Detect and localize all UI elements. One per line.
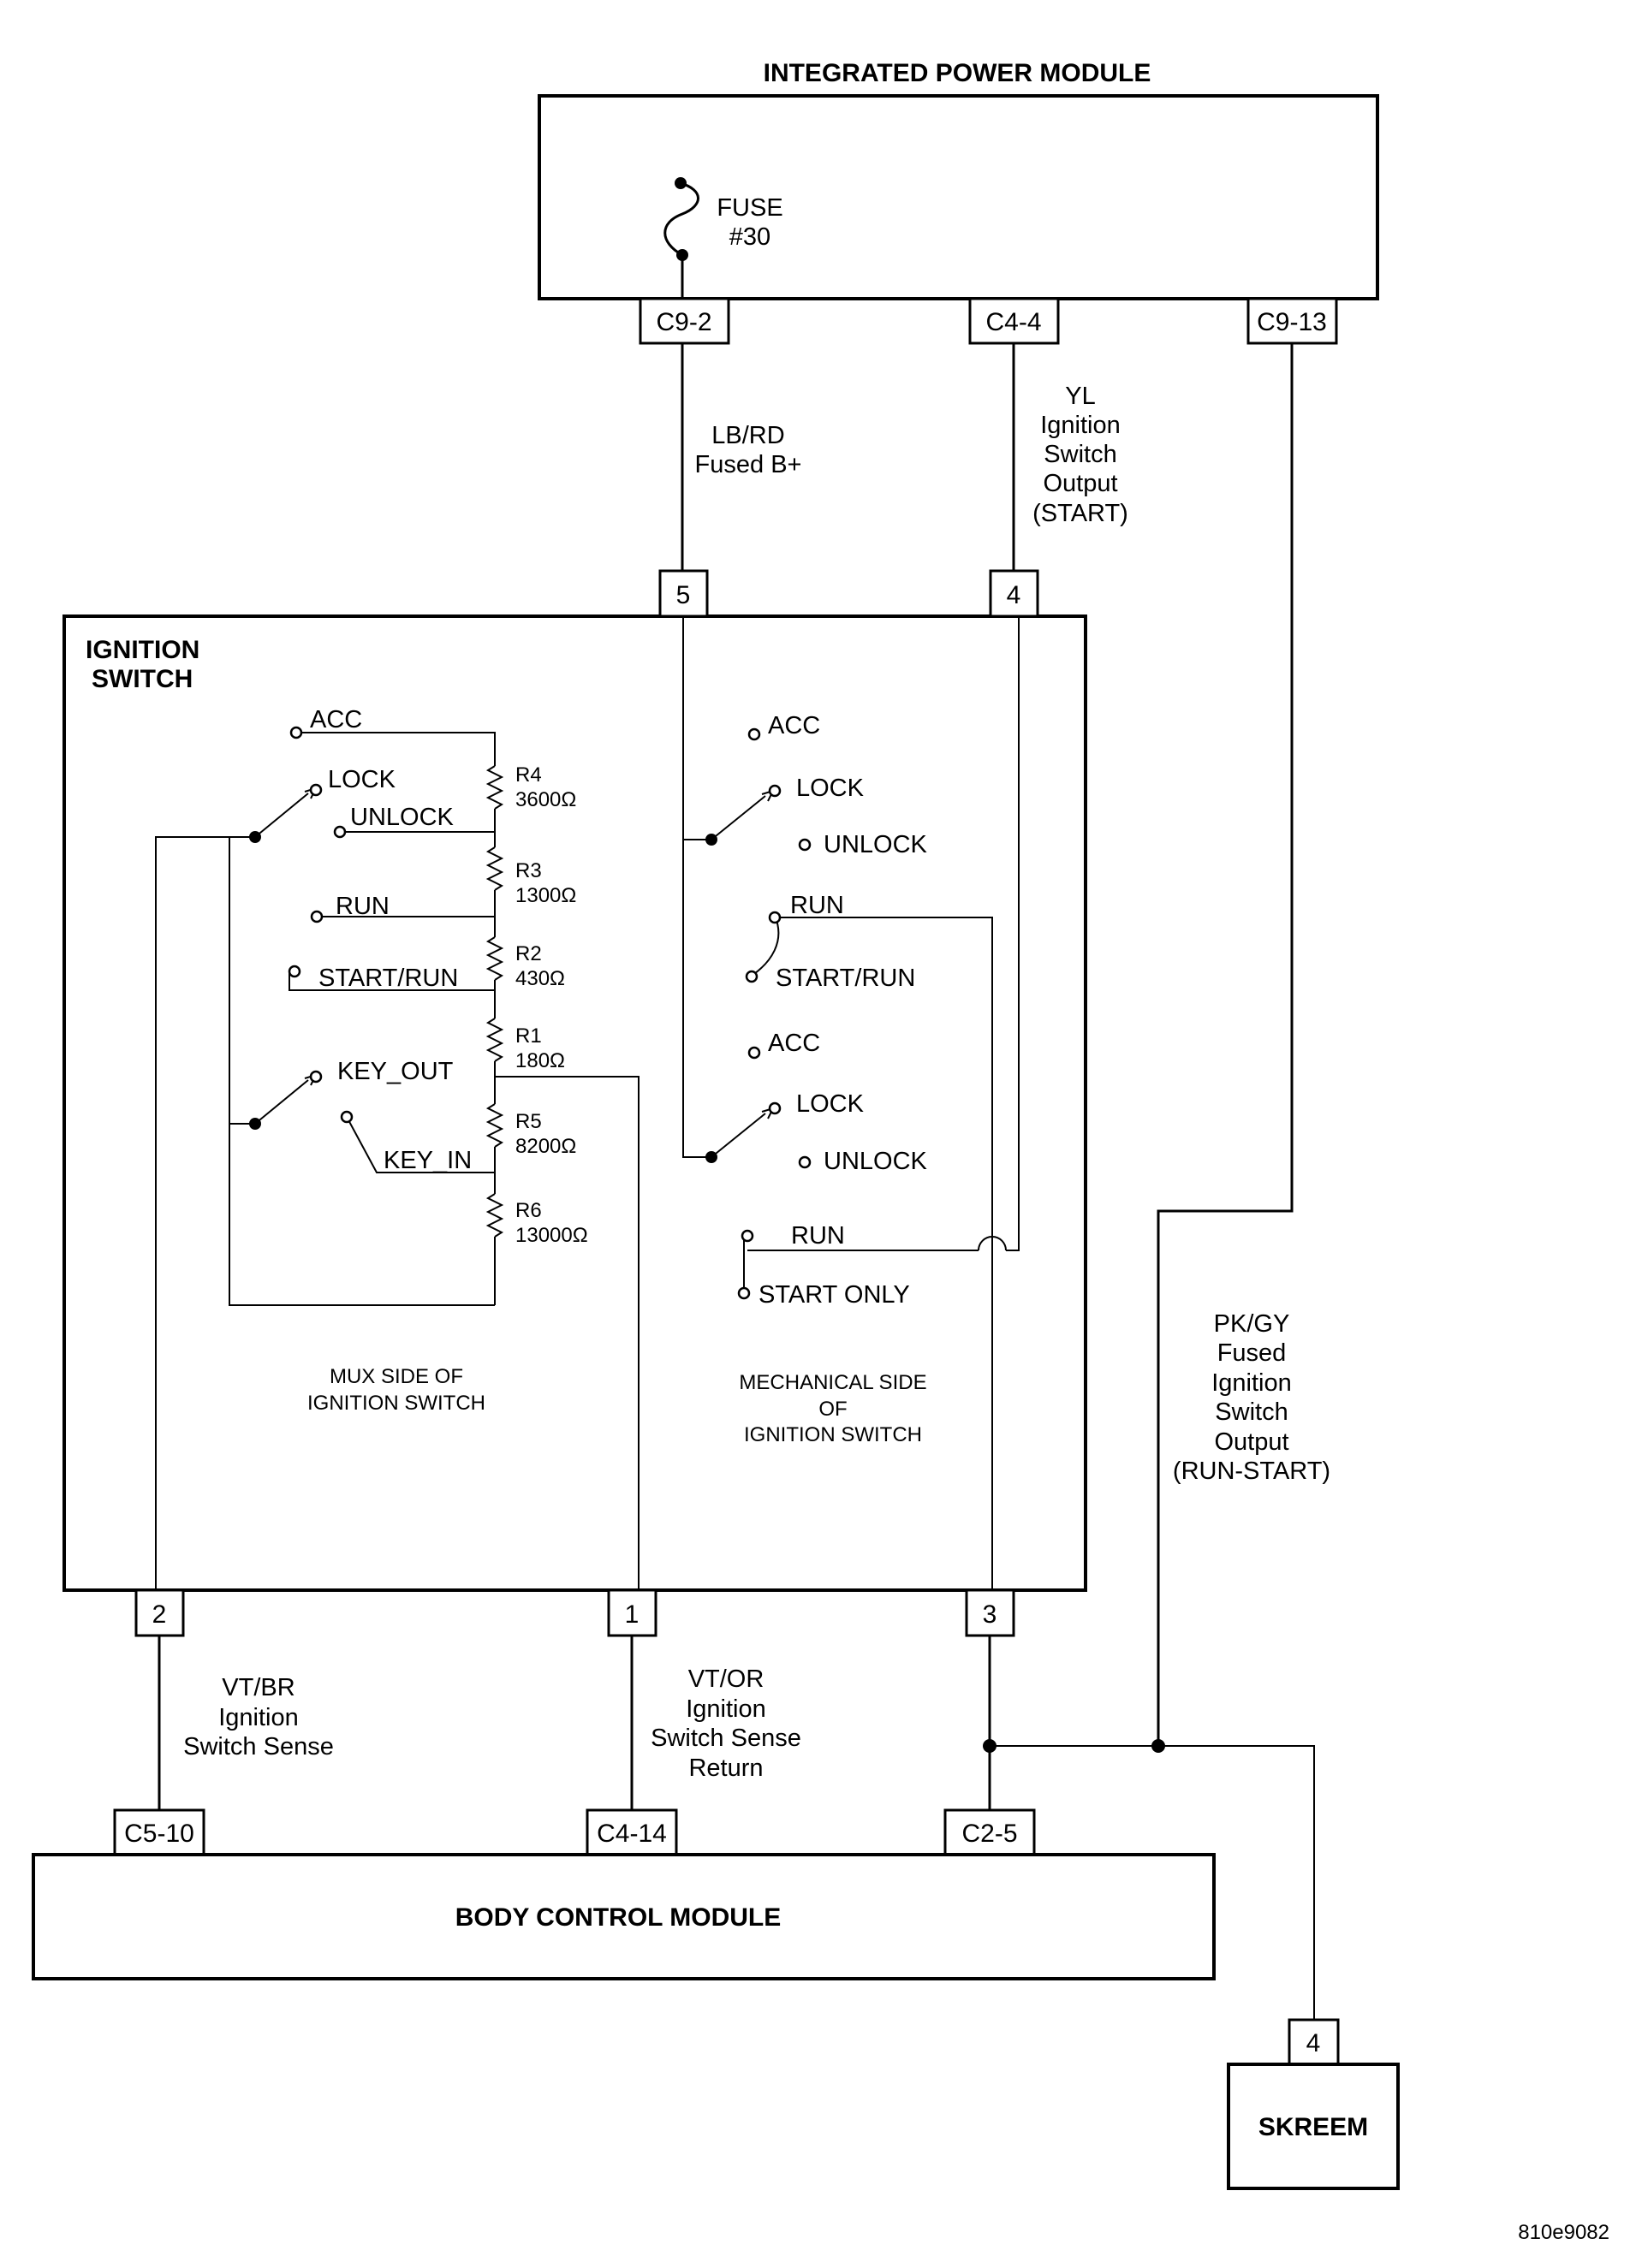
- pin-label-switch-3: 3: [983, 1600, 997, 1629]
- resistor-r4-label: R4: [515, 763, 542, 787]
- wire-label-vtor-color: VT/OR: [688, 1665, 764, 1693]
- pin-label-bcm-c2-5: C2-5: [961, 1820, 1017, 1848]
- mech-lock-1-label: LOCK: [796, 775, 865, 802]
- ignition-switch-title-line2: SWITCH: [92, 665, 193, 693]
- pin-label-bcm-c4-14: C4-14: [597, 1820, 667, 1848]
- pin-label-ipm-c9-13: C9-13: [1257, 308, 1327, 336]
- mux-key-out-label: KEY_OUT: [337, 1058, 454, 1085]
- wire-label-pkgy-line3: Ignition: [1211, 1369, 1292, 1397]
- wire-label-pkgy-line2: Fused: [1217, 1339, 1287, 1367]
- wire-label-yl-line2: Ignition: [1040, 412, 1121, 439]
- pin-box-skreem-4: [1288, 2018, 1340, 2066]
- wire-label-pkgy-line4: Switch: [1215, 1398, 1288, 1426]
- pin-box-switch-2: [134, 1588, 185, 1637]
- ipm-title: INTEGRATED POWER MODULE: [764, 59, 1151, 87]
- wire-label-vtbr-line3: Switch Sense: [183, 1733, 334, 1760]
- wire-label-yl-line4: Output: [1043, 470, 1117, 497]
- wire-label-vtor-line2: Ignition: [686, 1695, 766, 1723]
- mech-acc-1-label: ACC: [768, 712, 820, 739]
- pin-label-switch-5: 5: [676, 581, 691, 609]
- figure-id: 810e9082: [1518, 2221, 1609, 2244]
- ignition-switch: [62, 614, 1087, 1592]
- wire-label-pkgy-color: PK/GY: [1214, 1310, 1290, 1338]
- wire-label-pkgy-line6: (RUN-START): [1173, 1458, 1330, 1485]
- resistor-r1-label: R1: [515, 1024, 542, 1048]
- resistor-r6-label: R6: [515, 1199, 542, 1222]
- wire-label-vtbr-line2: Ignition: [218, 1704, 299, 1731]
- pin-label-switch-1: 1: [625, 1600, 640, 1629]
- pin-box-switch-1: [607, 1588, 657, 1637]
- pin-box-switch-3: [965, 1588, 1015, 1637]
- wire-label-yl-line5: (START): [1032, 500, 1128, 527]
- resistor-r6-value: 13000Ω: [515, 1224, 588, 1247]
- body-control-module: [32, 1853, 1216, 1980]
- pin-box-bcm-c5-10: [113, 1808, 205, 1856]
- pin-label-ipm-c9-2: C9-2: [656, 308, 711, 336]
- wire-label-vtor-line4: Return: [688, 1754, 763, 1782]
- mux-side-caption-line2: IGNITION SWITCH: [307, 1392, 485, 1415]
- pin-label-ipm-c4-4: C4-4: [985, 308, 1041, 336]
- mech-start-only-label: START ONLY: [759, 1281, 910, 1309]
- wire-label-yl-color: YL: [1065, 383, 1095, 410]
- mech-lock-2-label: LOCK: [796, 1090, 865, 1118]
- mux-lock-label: LOCK: [328, 766, 396, 793]
- skreem-module: [1227, 2063, 1400, 2190]
- wire-label-vtor-line3: Switch Sense: [651, 1725, 801, 1752]
- pin-box-bcm-c2-5: [943, 1808, 1036, 1856]
- mux-run-label: RUN: [336, 893, 390, 920]
- mech-run-2-label: RUN: [791, 1222, 845, 1250]
- mux-start-run-label: START/RUN: [318, 965, 458, 992]
- pin-label-skreem-4: 4: [1306, 2029, 1321, 2057]
- resistor-r3-label: R3: [515, 859, 542, 882]
- pin-label-switch-4: 4: [1007, 581, 1021, 609]
- integrated-power-module: [538, 94, 1379, 300]
- bcm-title: BODY CONTROL MODULE: [455, 1903, 782, 1932]
- mux-key-in-label: KEY_IN: [384, 1147, 472, 1174]
- resistor-r5-value: 8200Ω: [515, 1135, 576, 1158]
- resistor-r1-value: 180Ω: [515, 1049, 565, 1072]
- pin-label-switch-2: 2: [152, 1600, 167, 1629]
- mech-run-1-label: RUN: [790, 892, 844, 919]
- wire-label-pkgy-line5: Output: [1214, 1428, 1288, 1456]
- wire-pkgy: [1157, 343, 1294, 1746]
- resistor-r4-value: 3600Ω: [515, 788, 576, 811]
- wire-label-vtbr-color: VT/BR: [222, 1674, 294, 1701]
- fuse-number-label: #30: [729, 223, 770, 251]
- wire-run-start-splice: [983, 1636, 1315, 2020]
- wire-label-lbrd-color: LB/RD: [711, 422, 784, 449]
- mech-start-run-label: START/RUN: [776, 965, 915, 992]
- resistor-r5-label: R5: [515, 1110, 542, 1133]
- mux-side-caption-line1: MUX SIDE OF: [330, 1365, 463, 1388]
- wire-label-yl-line3: Switch: [1044, 441, 1116, 468]
- mech-side-caption-line3: IGNITION SWITCH: [744, 1423, 922, 1446]
- wire-label-lbrd-function: Fused B+: [695, 451, 802, 478]
- mech-side-caption-line1: MECHANICAL SIDE: [739, 1371, 926, 1394]
- mech-unlock-1-label: UNLOCK: [824, 831, 928, 858]
- mechanical-side-wiring: [682, 616, 1020, 1590]
- mech-acc-2-label: ACC: [768, 1030, 820, 1057]
- resistor-r3-value: 1300Ω: [515, 884, 576, 907]
- ignition-switch-title-line1: IGNITION: [86, 636, 199, 664]
- pin-box-ipm-c9-2: [639, 297, 730, 345]
- pin-box-switch-4: [989, 569, 1039, 618]
- mech-side-caption-line2: OF: [818, 1398, 847, 1421]
- mech-unlock-2-label: UNLOCK: [824, 1148, 928, 1175]
- resistor-r2-label: R2: [515, 942, 542, 965]
- fuse-30-symbol: [663, 177, 699, 304]
- skreem-title: SKREEM: [1258, 2113, 1368, 2141]
- pin-label-bcm-c5-10: C5-10: [124, 1820, 194, 1848]
- mux-unlock-label: UNLOCK: [350, 804, 455, 831]
- resistor-r2-value: 430Ω: [515, 967, 565, 990]
- mux-acc-label: ACC: [310, 706, 362, 733]
- fuse-label: FUSE: [717, 194, 782, 222]
- mux-side-wiring: [155, 726, 640, 1590]
